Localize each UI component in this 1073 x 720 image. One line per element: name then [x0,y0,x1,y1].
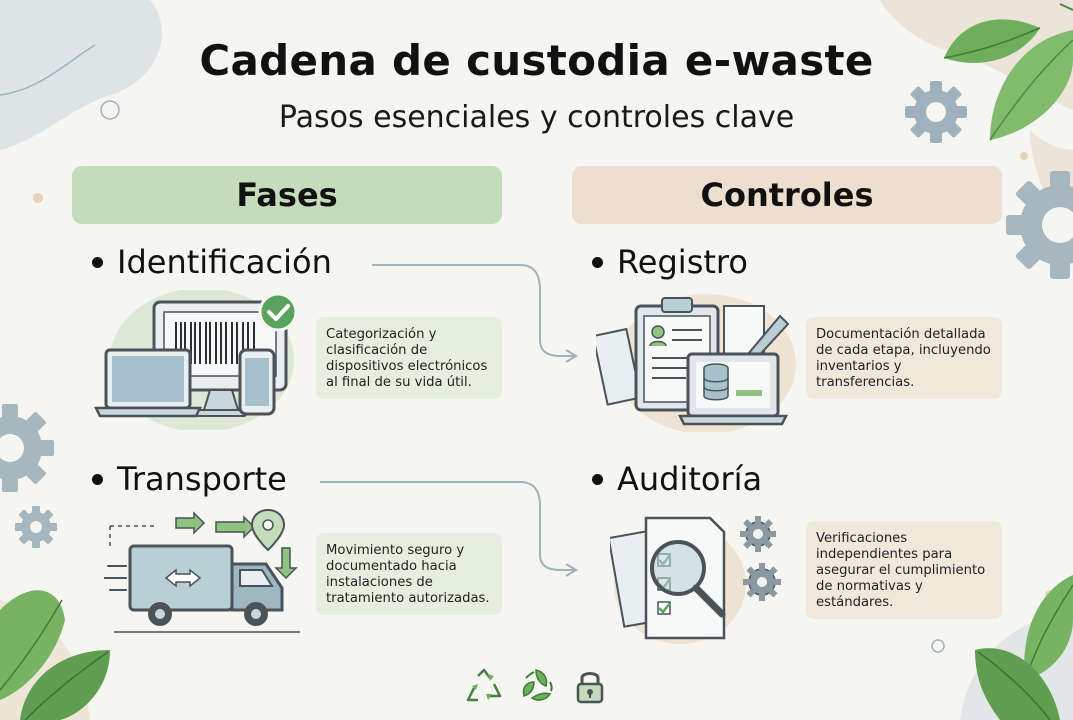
page-title: Cadena de custodia e-waste [199,36,874,85]
padlock-icon [576,672,604,704]
bullet-icon [92,256,103,268]
gear-icon [1006,171,1073,279]
connector-arrow-identificacion-registro [372,264,578,363]
bullet-icon [592,473,603,485]
leaf-cycle-icon [522,669,553,701]
recycle-icon [466,668,502,702]
fase-item-identificacion: Identificación [92,243,332,281]
audit-illustration [610,516,781,644]
column-header-label: Fases [236,176,338,214]
records-illustration [596,294,796,432]
check-badge-icon [258,292,298,332]
gear-icon [15,506,57,548]
gear-icon [743,563,781,601]
column-header-label: Controles [700,176,874,214]
description-box: Verificaciones independientes para asegu… [806,521,1002,619]
description-box: Categorización y clasificación de dispos… [316,317,502,399]
leaf-icon [943,3,1073,141]
bullet-icon [92,473,103,485]
gear-icon [0,404,54,492]
leaf-icon [975,575,1073,720]
connector-arrow-transporte-auditoria [320,481,578,577]
bullet-icon [592,256,603,268]
gear-icon [740,516,776,552]
column-header-controles: Controles [572,166,1002,224]
column-header-fases: Fases [72,166,502,224]
fase-item-transporte: Transporte [92,460,287,498]
control-item-registro: Registro [592,243,748,281]
truck-illustration [104,508,300,633]
location-pin-icon [250,508,286,552]
blob-top-left [0,0,162,150]
devices-illustration [93,290,298,430]
fase-label: Identificación [117,243,332,281]
page-subtitle: Pasos esenciales y controles clave [278,100,795,135]
fase-label: Transporte [117,460,287,498]
control-label: Auditoría [617,460,763,498]
control-item-auditoria: Auditoría [592,460,762,498]
leaf-icon [0,590,110,720]
magnifier-icon [650,540,726,618]
description-box: Movimiento seguro y documentado hacia in… [316,533,502,615]
description-box: Documentación detallada de cada etapa, i… [806,317,1002,399]
gear-icon [905,81,967,143]
control-label: Registro [617,243,748,281]
